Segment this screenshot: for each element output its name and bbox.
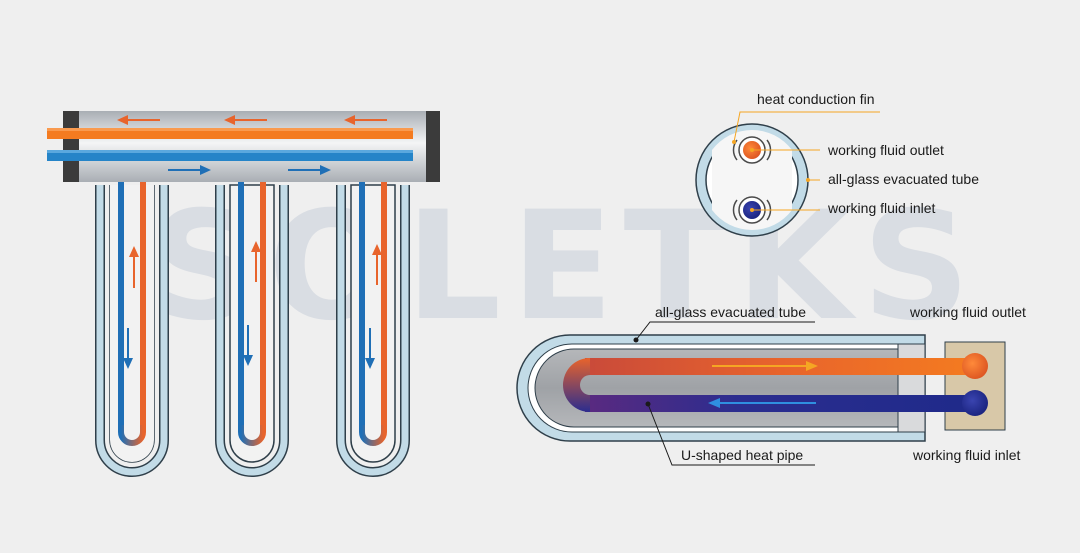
u-tube-3 [336,140,410,477]
flow-arrow-up-icon [372,244,382,285]
label-side-fluid-outlet: working fluid outlet [909,304,1026,320]
flow-arrow-right-icon [712,361,818,371]
flow-arrow-right-icon [168,165,211,175]
outlet-connector [962,353,988,379]
flow-arrow-left-icon [708,398,816,408]
label-side-evacuated-tube: all-glass evacuated tube [655,304,806,320]
label-side-fluid-inlet: working fluid inlet [912,447,1020,463]
inlet-connector [962,390,988,416]
flow-arrow-left-icon [117,115,160,125]
header-manifold [47,111,440,182]
label-all-glass-evacuated-tube: all-glass evacuated tube [828,171,979,187]
flow-arrow-down-icon [123,328,133,369]
tube-side-view: all-glass evacuated tube working fluid o… [516,304,1026,466]
u-tube-1 [95,140,169,477]
label-working-fluid-outlet: working fluid outlet [827,142,944,158]
flow-arrow-left-icon [224,115,267,125]
tube-cross-section: heat conduction fin working fluid outlet… [695,91,979,237]
label-heat-conduction-fin: heat conduction fin [757,91,875,107]
label-u-shaped-heat-pipe: U-shaped heat pipe [681,447,803,463]
flow-arrow-up-icon [251,241,261,282]
manifold-assembly [47,111,440,477]
flow-arrow-left-icon [344,115,387,125]
flow-arrow-down-icon [243,325,253,366]
flow-arrow-up-icon [129,246,139,288]
u-tube-2 [215,140,289,477]
flow-arrow-right-icon [288,165,331,175]
label-working-fluid-inlet: working fluid inlet [827,200,935,216]
flow-arrow-down-icon [365,328,375,369]
